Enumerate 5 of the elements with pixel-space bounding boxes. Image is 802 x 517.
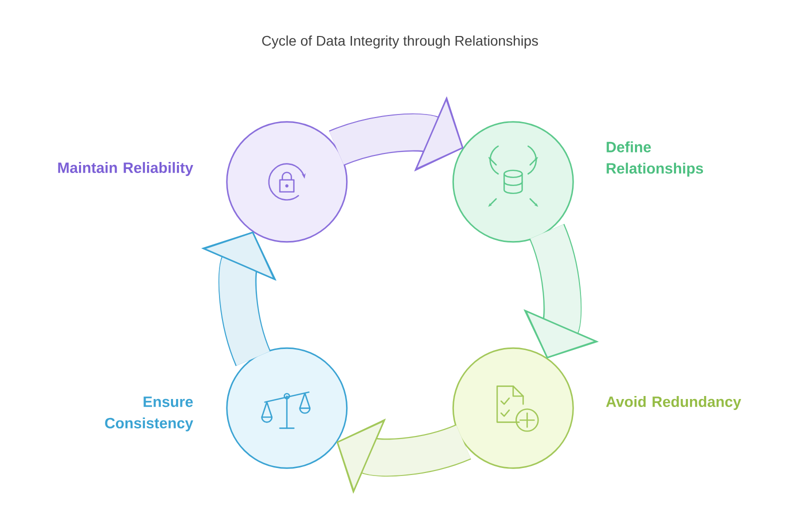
step-label: Define Relationships	[606, 141, 704, 177]
title: Cycle of Data Integrity through Relationships	[262, 35, 538, 49]
step-label: Ensure Consistency	[105, 396, 194, 432]
step-label: Maintain Reliability	[58, 162, 194, 176]
step-label: Avoid Redundancy	[606, 396, 742, 410]
